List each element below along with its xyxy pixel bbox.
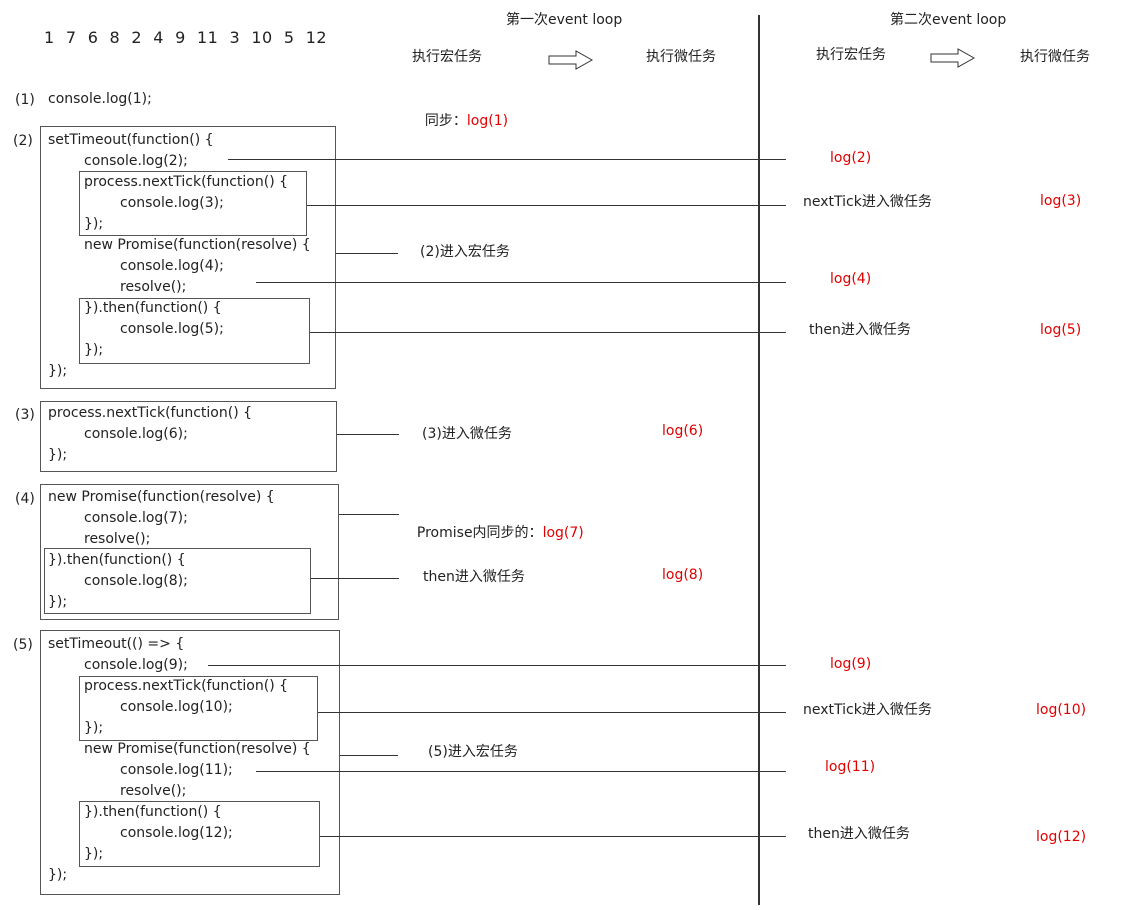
connector-line-b5-macro	[340, 755, 398, 756]
connector-line-log3	[307, 205, 786, 206]
sync-log: log(1)	[466, 113, 509, 129]
connector-line-log4	[256, 282, 786, 283]
log-9: log(9)	[830, 656, 872, 672]
loop1-micro-header: 执行微任务	[646, 49, 716, 65]
block-2-nexttick-box	[79, 171, 307, 236]
log-6: log(6)	[662, 423, 704, 439]
log-12: log(12)	[1036, 829, 1087, 845]
code-line: console.log(5);	[120, 321, 224, 337]
log-5: log(5)	[1040, 322, 1082, 338]
then-micro-label-1: then进入微任务	[809, 322, 911, 338]
block-4-then-box	[44, 548, 311, 614]
event-loop-divider	[758, 15, 760, 905]
block-1-line: console.log(1);	[48, 91, 152, 107]
code-line: process.nextTick(function() {	[48, 405, 253, 421]
block-2-index: (2)	[13, 133, 33, 149]
connector-line-log9	[208, 665, 786, 666]
connector-line-log5	[310, 332, 786, 333]
code-line: }).then(function() {	[84, 300, 222, 316]
connector-line-b4-sync	[339, 514, 399, 515]
connector-line-b2-macro	[336, 253, 398, 254]
block-2-then-box	[79, 298, 310, 364]
log-8: log(8)	[662, 567, 704, 583]
code-line: console.log(12);	[120, 825, 233, 841]
block-5-then-box	[79, 801, 320, 867]
code-line: new Promise(function(resolve) {	[48, 489, 275, 505]
b2-macro-label: (2)进入宏任务	[420, 244, 510, 260]
code-line: console.log(9);	[84, 657, 188, 673]
code-line: console.log(4);	[120, 258, 224, 274]
code-line: setTimeout(function() {	[48, 132, 214, 148]
block-5-index: (5)	[13, 637, 33, 653]
code-line: console.log(8);	[84, 573, 188, 589]
code-line: });	[84, 342, 104, 358]
block-3-box	[40, 401, 337, 472]
code-line: resolve();	[120, 783, 187, 799]
macro-to-micro-arrow-icon-2	[930, 48, 976, 68]
code-line: new Promise(function(resolve) {	[84, 237, 311, 253]
sync-label: 同步：	[424, 113, 467, 129]
connector-line-b4-then	[311, 578, 399, 579]
loop1-macro-header: 执行宏任务	[412, 49, 482, 65]
block-4-box	[40, 484, 339, 620]
block-1-index: (1)	[15, 92, 35, 108]
output-sequence: 1 7 6 8 2 4 9 11 3 10 5 12	[44, 28, 328, 47]
code-line: console.log(2);	[84, 153, 188, 169]
connector-line-b3	[337, 434, 399, 435]
b3-micro-label: (3)进入微任务	[422, 426, 512, 442]
code-line: }).then(function() {	[48, 552, 186, 568]
block-5-nexttick-box	[79, 676, 318, 741]
code-line: resolve();	[84, 531, 151, 547]
b4-sync-annotation: Promise内同步的：log(7)	[408, 503, 584, 543]
block-5-box	[40, 630, 340, 895]
code-line: console.log(7);	[84, 510, 188, 526]
code-line: console.log(6);	[84, 426, 188, 442]
loop2-micro-header: 执行微任务	[1020, 49, 1090, 65]
block-4-index: (4)	[15, 491, 35, 507]
code-line: setTimeout(() => {	[48, 636, 185, 652]
code-line: });	[48, 594, 68, 610]
code-line: });	[84, 720, 104, 736]
code-line: }).then(function() {	[84, 804, 222, 820]
log-4: log(4)	[830, 271, 872, 287]
nexttick-micro-label-1: nextTick进入微任务	[803, 194, 932, 210]
code-line: });	[48, 447, 68, 463]
block-3-index: (3)	[15, 407, 35, 423]
b4-then-label: then进入微任务	[423, 569, 525, 585]
log-10: log(10)	[1036, 702, 1087, 718]
loop2-macro-header: 执行宏任务	[816, 47, 886, 63]
connector-line-log12	[320, 836, 786, 837]
code-line: console.log(3);	[120, 195, 224, 211]
code-line: });	[84, 216, 104, 232]
code-line: process.nextTick(function() {	[84, 174, 289, 190]
log-11: log(11)	[825, 759, 876, 775]
code-line: });	[84, 846, 104, 862]
code-line: console.log(11);	[120, 762, 233, 778]
second-event-loop-title: 第二次event loop	[890, 12, 1007, 28]
b5-macro-label: (5)进入宏任务	[428, 744, 518, 760]
connector-line-log2	[228, 159, 786, 160]
code-line: process.nextTick(function() {	[84, 678, 289, 694]
connector-line-log10	[318, 712, 786, 713]
sync-annotation: 同步：log(1)	[416, 91, 508, 131]
log-7: log(7)	[542, 525, 584, 541]
code-line: resolve();	[120, 279, 187, 295]
macro-to-micro-arrow-icon	[548, 50, 594, 70]
log-2: log(2)	[830, 150, 872, 166]
b4-sync-label: Promise内同步的：	[416, 525, 543, 541]
log-3: log(3)	[1040, 193, 1082, 209]
code-line: console.log(10);	[120, 699, 233, 715]
code-line: });	[48, 867, 68, 883]
code-line: new Promise(function(resolve) {	[84, 741, 311, 757]
code-line: });	[48, 363, 68, 379]
then-micro-label-2: then进入微任务	[808, 826, 910, 842]
first-event-loop-title: 第一次event loop	[506, 12, 623, 28]
block-2-box	[40, 126, 336, 389]
connector-line-log11	[256, 771, 786, 772]
nexttick-micro-label-2: nextTick进入微任务	[803, 702, 932, 718]
